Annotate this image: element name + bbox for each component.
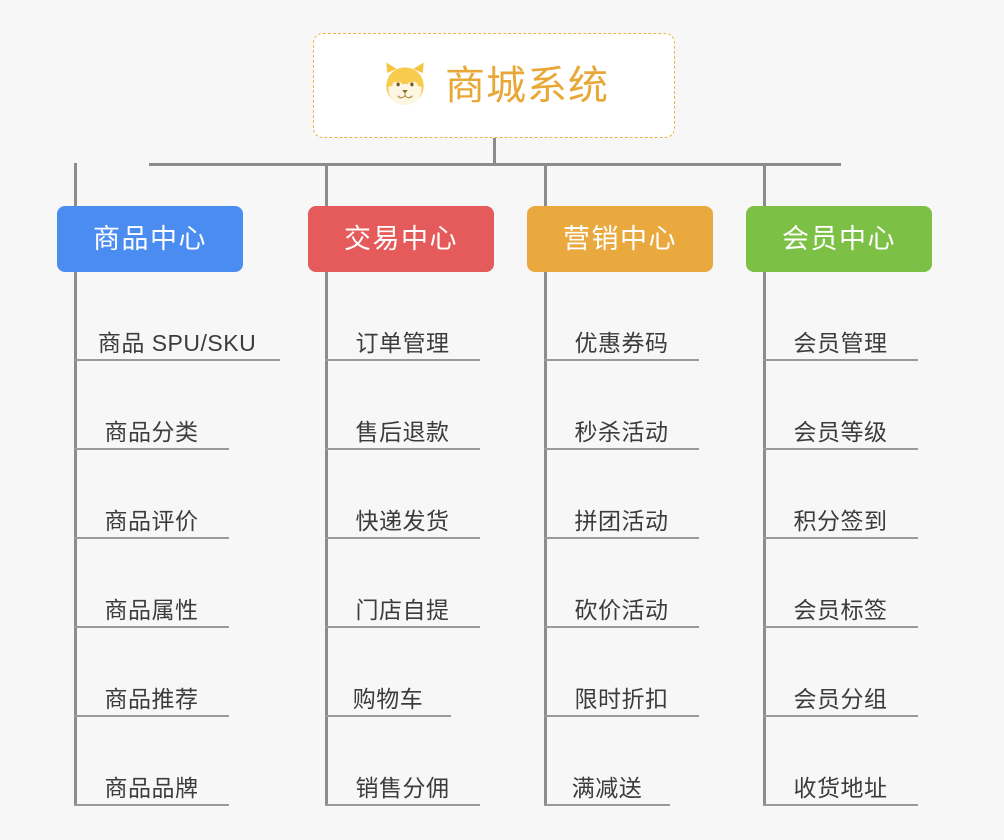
leaf-trunk-line <box>74 272 77 806</box>
leaf-item[interactable]: 积分签到 <box>763 450 918 539</box>
leaf-label: 会员标签 <box>793 597 888 623</box>
shiba-dog-face-icon <box>386 61 424 105</box>
branch-node-product-center[interactable]: 商品中心 <box>57 206 243 272</box>
leaf-item[interactable]: 拼团活动 <box>544 450 699 539</box>
leaf-label: 满减送 <box>571 775 643 801</box>
leaf-item[interactable]: 商品推荐 <box>74 628 229 717</box>
root-connector-bus <box>149 163 841 166</box>
branch-label: 营销中心 <box>563 223 677 254</box>
leaf-label: 会员分组 <box>793 686 888 712</box>
leaf-item[interactable]: 砍价活动 <box>544 539 699 628</box>
branch-label: 会员中心 <box>782 223 896 254</box>
leaf-trunk-line <box>763 272 766 806</box>
root-connector-stem <box>493 138 496 164</box>
leaf-item[interactable]: 会员标签 <box>763 539 918 628</box>
branch-label: 商品中心 <box>93 223 207 254</box>
branch-connector-drop <box>325 163 328 208</box>
leaf-item[interactable]: 快递发货 <box>325 450 480 539</box>
branch-connector-drop <box>763 163 766 208</box>
root-title: 商城系统 <box>445 63 609 108</box>
leaf-label: 砍价活动 <box>574 597 669 623</box>
leaf-label: 快递发货 <box>355 508 450 534</box>
leaf-item[interactable]: 商品评价 <box>74 450 229 539</box>
leaf-item[interactable]: 限时折扣 <box>544 628 699 717</box>
leaf-label: 售后退款 <box>355 419 450 445</box>
leaf-label: 销售分佣 <box>355 775 450 801</box>
branch-node-member-center[interactable]: 会员中心 <box>746 206 932 272</box>
leaf-label: 门店自提 <box>355 597 450 623</box>
leaf-item[interactable]: 购物车 <box>325 628 451 717</box>
leaf-item[interactable]: 会员管理 <box>763 272 918 361</box>
leaf-label: 订单管理 <box>355 330 450 356</box>
leaf-label: 商品品牌 <box>104 775 199 801</box>
branch-connector-drop <box>74 163 77 208</box>
leaf-item[interactable]: 会员等级 <box>763 361 918 450</box>
leaf-label: 积分签到 <box>793 508 888 534</box>
branch-node-trade-center[interactable]: 交易中心 <box>308 206 494 272</box>
leaf-label: 限时折扣 <box>574 686 669 712</box>
leaf-item[interactable]: 商品品牌 <box>74 717 229 806</box>
leaf-item[interactable]: 销售分佣 <box>325 717 480 806</box>
leaf-item[interactable]: 收货地址 <box>763 717 918 806</box>
leaf-item[interactable]: 订单管理 <box>325 272 480 361</box>
leaf-item[interactable]: 秒杀活动 <box>544 361 699 450</box>
leaf-item[interactable]: 满减送 <box>544 717 670 806</box>
leaf-item[interactable]: 商品 SPU/SKU <box>74 272 280 361</box>
leaf-trunk-line <box>325 272 328 806</box>
leaf-item[interactable]: 会员分组 <box>763 628 918 717</box>
leaf-item[interactable]: 优惠券码 <box>544 272 699 361</box>
leaf-label: 优惠券码 <box>574 330 669 356</box>
leaf-label: 收货地址 <box>793 775 888 801</box>
leaf-label: 拼团活动 <box>574 508 669 534</box>
branch-node-marketing-center[interactable]: 营销中心 <box>527 206 713 272</box>
leaf-label: 商品推荐 <box>104 686 199 712</box>
leaf-label: 购物车 <box>352 686 424 712</box>
leaf-item[interactable]: 商品分类 <box>74 361 229 450</box>
leaf-label: 商品评价 <box>104 508 199 534</box>
leaf-trunk-line <box>544 272 547 806</box>
leaf-label: 秒杀活动 <box>574 419 669 445</box>
leaf-label: 会员管理 <box>793 330 888 356</box>
branch-label: 交易中心 <box>344 223 458 254</box>
leaf-label: 商品 SPU/SKU <box>97 330 257 356</box>
leaf-label: 会员等级 <box>793 419 888 445</box>
leaf-label: 商品分类 <box>104 419 199 445</box>
branch-connector-drop <box>544 163 547 208</box>
leaf-label: 商品属性 <box>104 597 199 623</box>
leaf-item[interactable]: 门店自提 <box>325 539 480 628</box>
leaf-item[interactable]: 售后退款 <box>325 361 480 450</box>
root-node[interactable]: 商城系统 <box>313 33 675 138</box>
leaf-item[interactable]: 商品属性 <box>74 539 229 628</box>
